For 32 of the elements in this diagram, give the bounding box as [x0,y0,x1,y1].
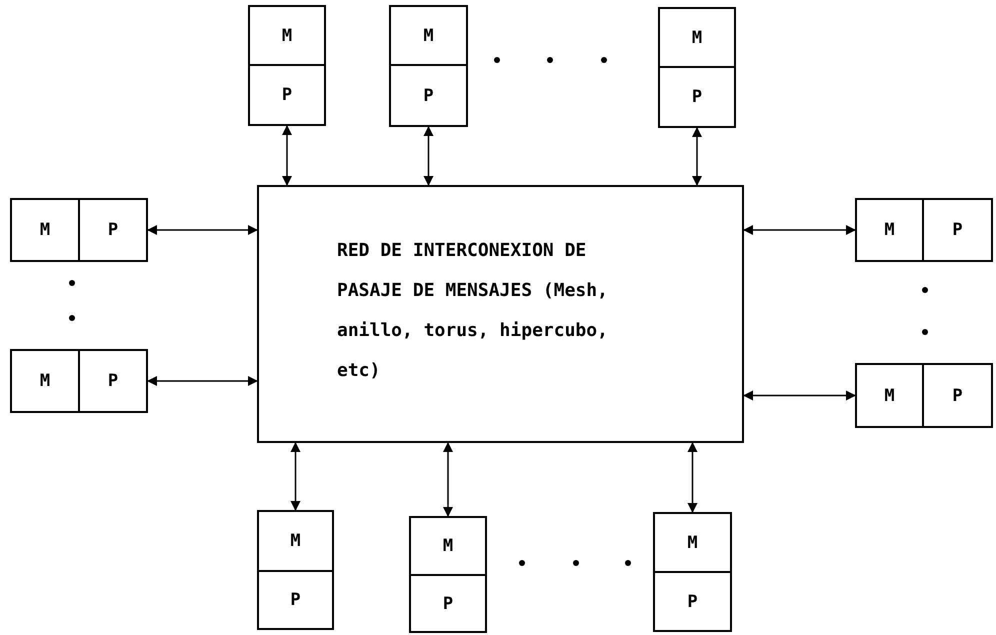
unit-cell: P [409,574,487,633]
double-arrow [743,225,856,235]
unit-cell: P [653,571,732,632]
double-arrow [443,442,453,517]
unit-cell: M [653,512,732,573]
double-arrow [282,125,292,186]
unit-cell: P [922,198,993,262]
unit-cell: M [658,7,736,68]
unit-cell: M [855,363,924,428]
unit-cell: P [78,198,148,262]
network-box [257,185,744,443]
unit-cell: M [248,5,326,66]
double-arrow [688,442,698,513]
double-arrow [424,126,434,186]
unit-cell: M [855,198,924,262]
double-arrow [692,127,702,186]
double-arrow [743,390,856,400]
double-arrow [290,442,300,511]
unit-cell: P [248,64,326,126]
unit-cell: M [257,510,334,572]
unit-cell: P [78,349,148,413]
unit-cell: M [409,516,487,576]
network-label: RED DE INTERCONEXION DE PASAJE DE MENSAJES (Mesh, anillo, torus, hipercubo, etc) [337,239,609,383]
double-arrow [147,225,258,235]
unit-cell: P [257,570,334,630]
unit-cell: M [10,198,80,262]
double-arrow [147,376,258,386]
unit-cell: P [922,363,993,428]
unit-cell: M [10,349,80,413]
unit-cell: M [389,5,468,66]
unit-cell: P [658,66,736,128]
unit-cell: P [389,64,468,127]
